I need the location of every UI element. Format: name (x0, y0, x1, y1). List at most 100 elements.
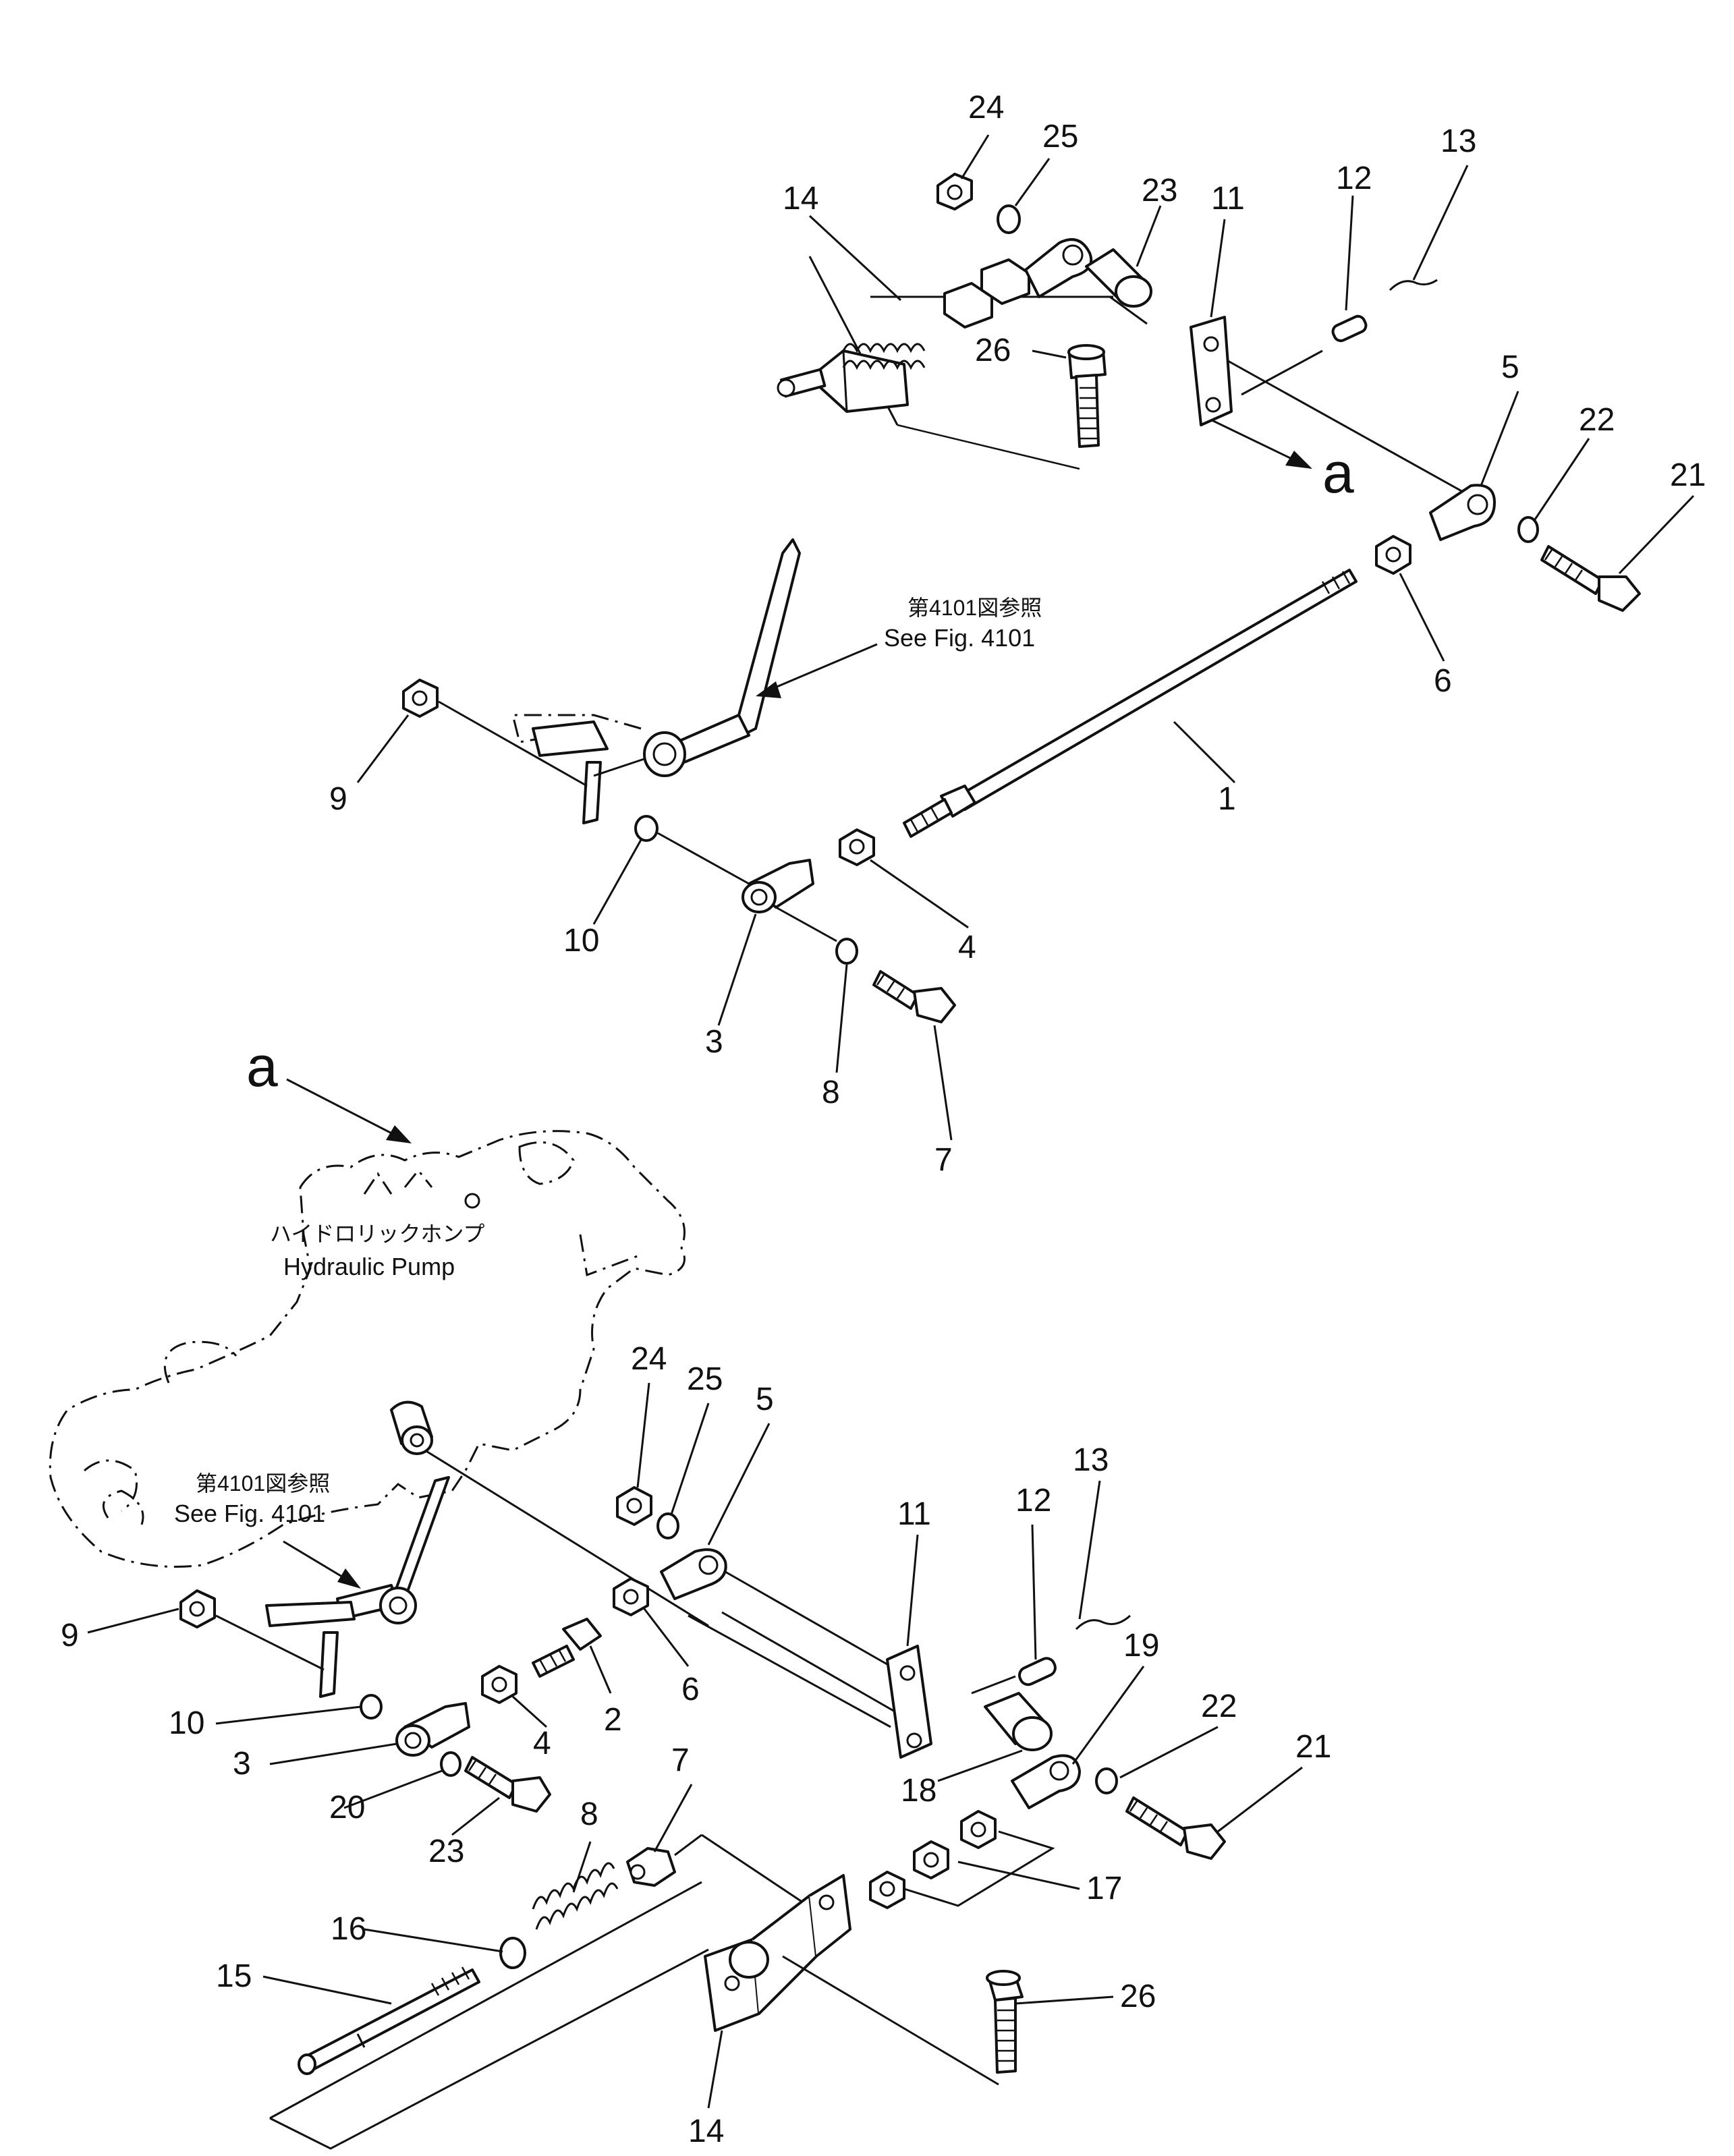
part-10-washer (634, 815, 659, 842)
part-20-nuts (869, 1810, 1055, 1909)
callout-9: 9 (61, 1618, 79, 1653)
callout-24: 24 (968, 90, 1004, 125)
see-ref-bottom-en: See Fig. 4101 (174, 1500, 325, 1527)
part-14-bracket-b (674, 1834, 999, 2086)
marker-a: a (246, 1035, 278, 1098)
callout-22: 22 (1201, 1689, 1237, 1724)
top-callouts: 24 25 23 11 12 13 14 26 5 22 21 a 6 1 9 … (329, 90, 1706, 1178)
see-ref-top-jp: 第4101図参照 (907, 596, 1042, 620)
part-21-bolt-b (1125, 1796, 1226, 1860)
callout-5: 5 (756, 1382, 774, 1417)
part-7-bolt-b (464, 1756, 551, 1813)
see-ref-bottom-jp: 第4101図参照 (196, 1471, 330, 1496)
part-19-rod-end (1011, 1754, 1081, 1809)
part-4-nut (839, 828, 875, 866)
part-26-bolt (1067, 344, 1107, 448)
part-9-nut (402, 679, 439, 718)
see-ref-top-en: See Fig. 4101 (884, 624, 1035, 652)
callout-6: 6 (681, 1672, 700, 1707)
callout-3: 3 (705, 1024, 723, 1060)
callout-10: 10 (169, 1705, 204, 1741)
callout-3: 3 (233, 1746, 251, 1782)
callout-6: 6 (1434, 663, 1452, 699)
callout-5: 5 (1501, 349, 1519, 385)
part-17-spring (532, 1862, 619, 1930)
part-25-washer (997, 204, 1021, 234)
pump-label-jp: ハイドロリックホンプ (270, 1222, 484, 1246)
pedal-lever-top (511, 538, 801, 824)
callout-14: 14 (783, 181, 818, 217)
callout-a: a (1322, 441, 1354, 505)
arrow-to-a (286, 1078, 412, 1143)
part-9-nut-b (179, 1589, 216, 1628)
callout-20: 17 (1086, 1871, 1122, 1906)
callout-15: 15 (216, 1958, 252, 1994)
callout-10: 10 (563, 923, 599, 959)
pedal-lever-bottom (265, 1476, 450, 1698)
part-24-nut-b (616, 1486, 652, 1526)
callout-13: 13 (1073, 1442, 1109, 1478)
callout-8: 20 (329, 1790, 365, 1825)
part-5-rod-end-b (660, 1548, 891, 1668)
callout-12: 12 (1015, 1483, 1051, 1519)
callout-18: 7 (671, 1742, 690, 1778)
bottom-assembly: a ハイドロリックホンプ Hydraulic Pump (49, 1035, 1331, 2150)
part-12-pin-b (1017, 1657, 1057, 1686)
part-16-washer (499, 1937, 526, 1969)
part-13-wire (1389, 279, 1438, 291)
part-14-spring-bracket (777, 238, 1093, 413)
part-5-rod-end (1429, 484, 1496, 541)
part-3-rod-end-b (395, 1702, 470, 1757)
part-15-rod (298, 1966, 480, 2075)
part-21-bolt (1540, 545, 1641, 612)
part-1-rod (903, 569, 1358, 838)
hydraulic-pump: ハイドロリックホンプ Hydraulic Pump (49, 1130, 686, 1568)
callout-23: 18 (901, 1773, 936, 1809)
part-6-nut (1375, 535, 1411, 575)
part-23-collar (1085, 248, 1152, 308)
part-11-lever-plate-b (886, 1645, 932, 1759)
part-12-pin (1331, 314, 1368, 343)
part-22-washer (1517, 516, 1539, 543)
part-26-bolt-b (986, 1970, 1024, 2074)
part-2-adjuster (532, 1618, 612, 1694)
part-13-wire-b (1075, 1614, 1131, 1630)
part-10-washer-b (360, 1694, 383, 1720)
callout-19: 19 (1123, 1628, 1159, 1664)
part-18-stopper (626, 1847, 676, 1887)
callout-13: 13 (1441, 123, 1476, 159)
pump-label-en: Hydraulic Pump (283, 1253, 455, 1280)
callout-9: 9 (329, 781, 347, 817)
callout-25: 25 (1042, 119, 1078, 154)
base-plate-outline (269, 1948, 709, 2150)
part-8-washer (835, 938, 858, 965)
part-11-lever-plate (1190, 316, 1233, 426)
bottom-callouts: 24 25 5 13 11 12 19 22 21 9 10 6 2 3 4 8… (61, 1341, 1331, 2149)
callout-1: 1 (1218, 781, 1236, 817)
part-8-washer-b (440, 1751, 462, 1777)
top-assembly: 第4101図参照 See Fig. 4101 (329, 90, 1706, 1178)
part-22-washer-b (1095, 1767, 1118, 1794)
callout-25: 25 (687, 1361, 723, 1397)
callout-4: 4 (533, 1726, 551, 1761)
see-fig-reference-top: 第4101図参照 See Fig. 4101 (756, 596, 1042, 698)
callout-26: 26 (1120, 1979, 1156, 2014)
callout-22: 22 (1579, 402, 1615, 438)
callout-21: 21 (1295, 1729, 1331, 1765)
callout-21: 21 (1670, 457, 1706, 493)
part-23-collar-b (984, 1692, 1053, 1751)
callout-11: 11 (1211, 181, 1245, 217)
part-25-washer-b (656, 1512, 679, 1539)
callout-24: 24 (631, 1341, 667, 1377)
callout-23: 23 (1142, 173, 1177, 208)
callout-14: 14 (688, 2114, 724, 2149)
part-24-nut (936, 173, 973, 210)
callout-8: 8 (822, 1075, 840, 1110)
callout-26: 26 (975, 333, 1011, 368)
callout-16: 16 (331, 1911, 366, 1947)
callout-12: 12 (1336, 161, 1372, 196)
callout-2: 2 (604, 1702, 622, 1738)
callout-17: 8 (580, 1796, 598, 1832)
callout-11: 11 (897, 1496, 931, 1532)
